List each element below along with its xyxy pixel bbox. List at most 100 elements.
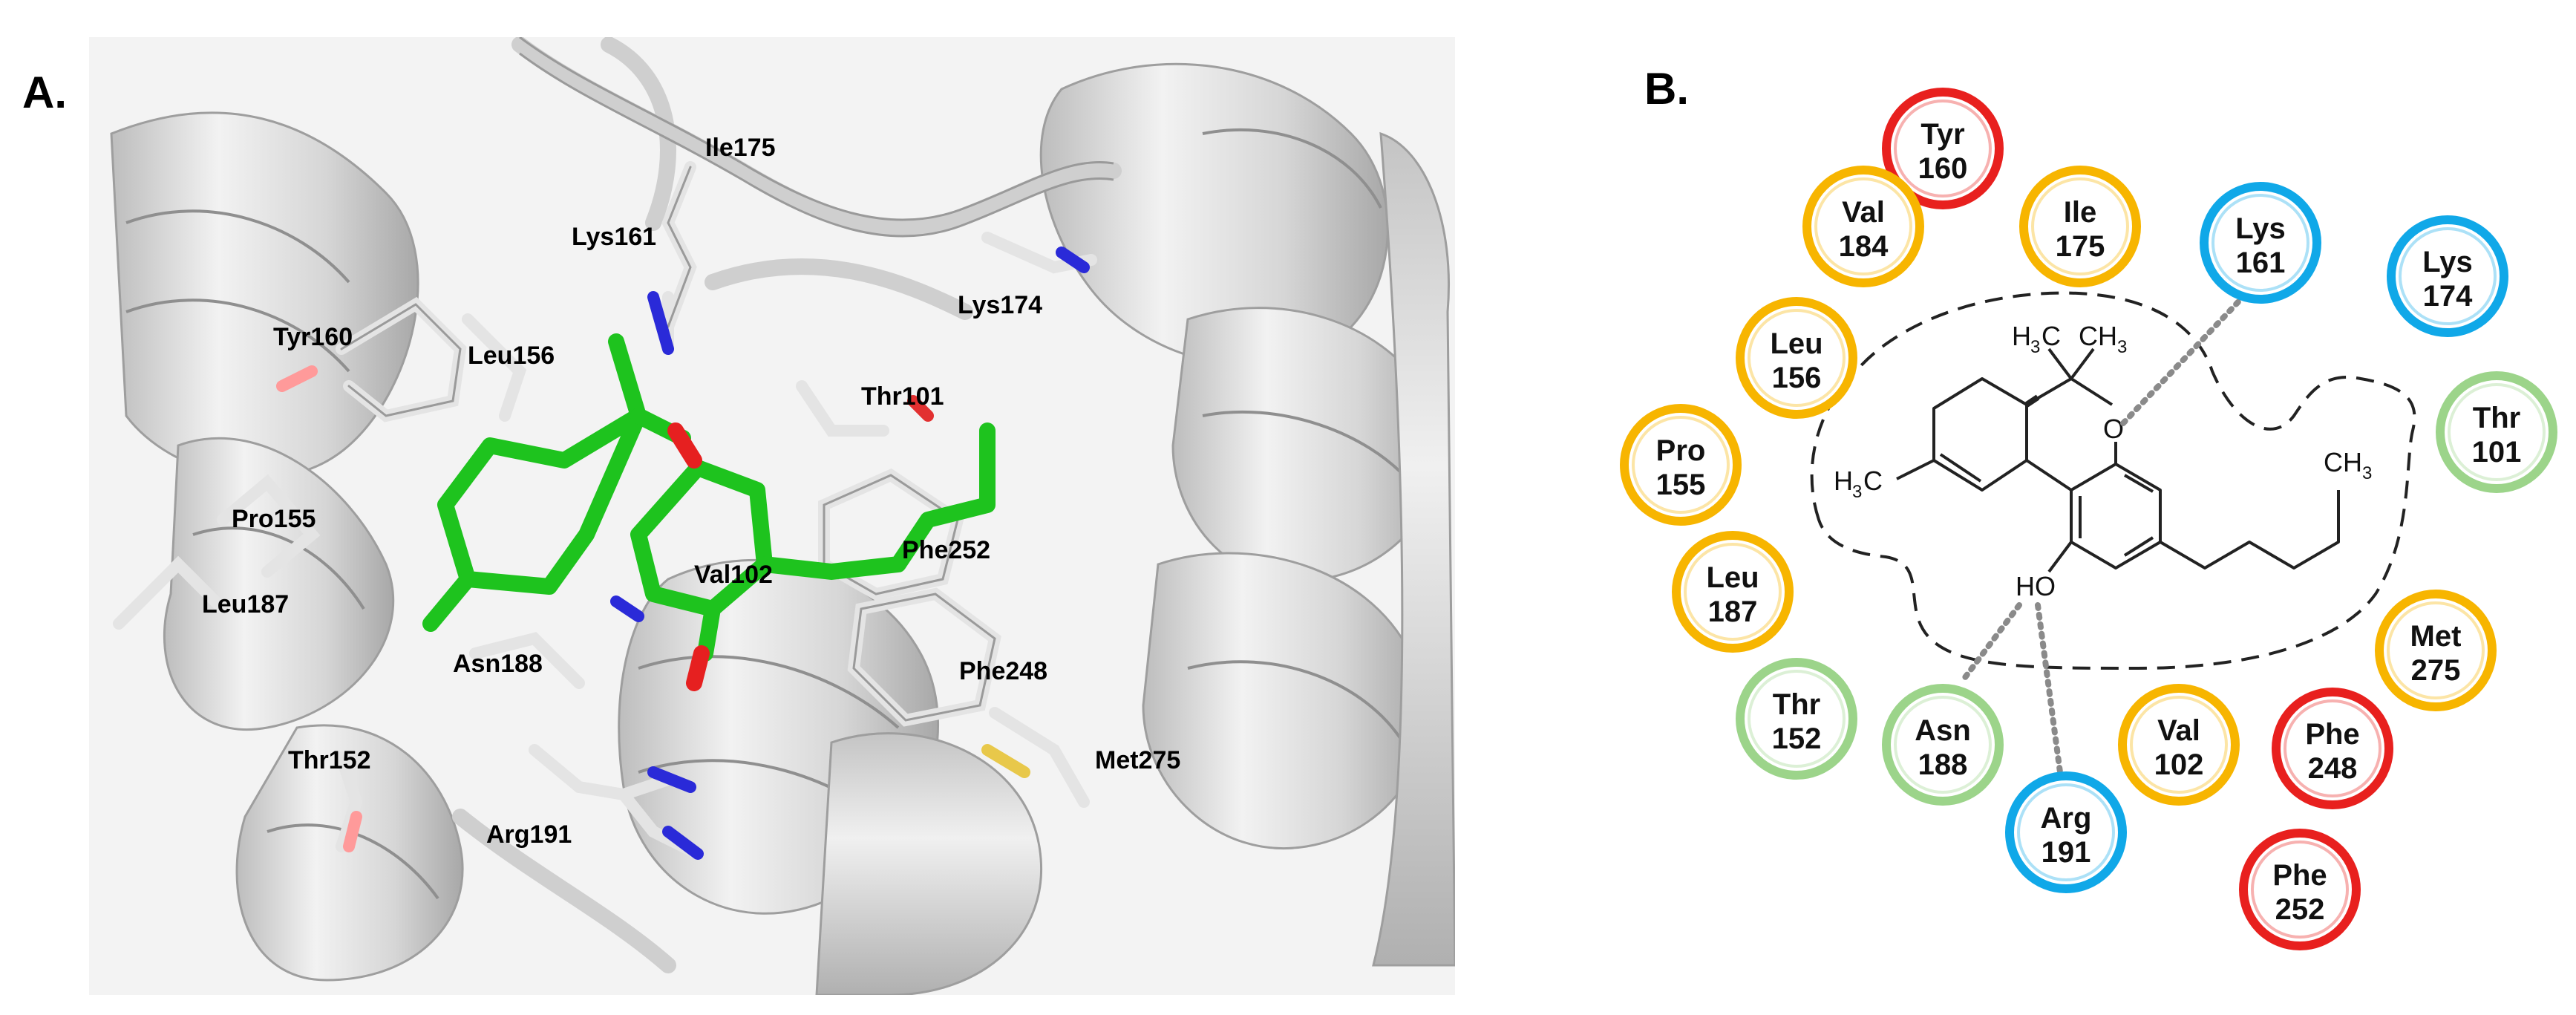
heteroatom-sticks	[276, 247, 1090, 860]
residue-name: Val	[1842, 196, 1885, 229]
h3c-top-sub: 3	[2030, 337, 2040, 357]
residue-circle	[1620, 404, 1742, 526]
panel-a-letter: A.	[22, 68, 67, 117]
residue-circle-inner	[2448, 383, 2546, 481]
residue-circle	[2436, 371, 2557, 493]
label-pro155: Pro155	[232, 505, 316, 533]
residue-circle-inner	[2251, 841, 2349, 939]
panel-a: A.	[22, 37, 1455, 995]
ligand-atom-labels: O H 3 C CH 3 H 3 C CH 3 HO	[1834, 321, 2372, 601]
hbond-lines	[1961, 275, 2263, 775]
protein-cartoon	[89, 37, 1455, 995]
label-thr101: Thr101	[861, 382, 944, 411]
ligand-structure	[1896, 347, 2340, 573]
residue-circle	[1802, 166, 1924, 287]
residue-circle-inner	[2211, 194, 2309, 292]
residue-lys174: Lys174	[2387, 215, 2508, 337]
residue-name: Phe	[2272, 859, 2327, 892]
residue-circle-inner	[1748, 670, 1846, 768]
h3c-left-h: H	[1834, 466, 1853, 496]
residue-name: Val	[2157, 714, 2200, 747]
panel-b-letter: B.	[1644, 64, 1689, 114]
residue-asn188: Asn188	[1882, 684, 2004, 806]
residue-circle-inner	[1894, 99, 1992, 198]
residue-ile175: Ile175	[2019, 166, 2141, 287]
residue-circle-inner	[2031, 177, 2129, 275]
residue-circle-inner	[1894, 696, 1992, 794]
ring-oxygen: O	[2103, 414, 2124, 444]
residue-thr152: Thr152	[1736, 658, 1857, 780]
residue-name: Lys	[2422, 246, 2472, 278]
residue-circle	[2118, 684, 2240, 806]
helix-left	[110, 111, 464, 982]
h3c-top-c: C	[2041, 321, 2061, 351]
residue-number: 191	[2041, 836, 2091, 869]
label-phe252: Phe252	[902, 536, 990, 564]
residue-name: Lys	[2235, 212, 2285, 245]
h3c-left-c: C	[1863, 466, 1883, 496]
ch3-top-sub: 3	[2117, 337, 2127, 357]
residue-number: 101	[2472, 436, 2522, 469]
residue-pro155: Pro155	[1620, 404, 1742, 526]
label-lys174: Lys174	[958, 291, 1042, 319]
residue-name: Tyr	[1920, 118, 1964, 151]
residue-name: Asn	[1915, 714, 1971, 747]
residue-thr101: Thr101	[2436, 371, 2557, 493]
label-phe248: Phe248	[959, 657, 1047, 685]
residue-met275: Met275	[2375, 590, 2497, 711]
residue-circle	[2019, 166, 2141, 287]
residue-number: 248	[2308, 752, 2358, 785]
label-asn188: Asn188	[453, 650, 543, 678]
label-ile175: Ile175	[705, 134, 776, 162]
residue-name: Leu	[1770, 327, 1823, 360]
residue-name: Met	[2410, 620, 2462, 653]
loop-coils	[452, 37, 1122, 973]
residue-number: 152	[1772, 722, 1822, 755]
residue-lys161: Lys161	[2200, 182, 2321, 304]
residue-phe248: Phe248	[2272, 688, 2393, 809]
label-met275: Met275	[1095, 746, 1180, 774]
residue-name: Ile	[2064, 196, 2096, 229]
label-thr152: Thr152	[288, 746, 371, 774]
residue-number: 174	[2423, 280, 2473, 313]
residue-number: 187	[1708, 595, 1758, 628]
residue-number: 188	[1918, 748, 1968, 781]
residue-name: Thr	[2473, 402, 2520, 434]
hydroxyl: HO	[2016, 571, 2056, 601]
residue-circle	[2387, 215, 2508, 337]
residue-circle-inner	[2284, 699, 2382, 797]
residue-circle	[2272, 688, 2393, 809]
ch3-chain: CH	[2324, 447, 2362, 477]
h3c-top-h: H	[2012, 321, 2031, 351]
ligand-oxygens	[667, 422, 710, 691]
residue-name: Phe	[2305, 718, 2359, 751]
residue-number: 160	[1918, 152, 1968, 185]
residue-labels: Ile175 Lys161 Lys174 Tyr160 Leu156 Thr10…	[202, 134, 1180, 849]
residue-leu187: Leu187	[1672, 531, 1794, 653]
ligand-sticks	[422, 333, 996, 662]
residue-circle-inner	[2387, 601, 2485, 699]
binding-pocket-outline	[1810, 291, 2416, 670]
residue-number: 175	[2056, 230, 2105, 263]
residue-name: Leu	[1706, 561, 1759, 594]
residue-circle-inner	[2017, 783, 2115, 881]
residue-arg191: Arg191	[2005, 771, 2127, 893]
panel-b: B.	[1620, 64, 2557, 950]
residue-circle	[1672, 531, 1794, 653]
residue-circle	[2005, 771, 2127, 893]
residue-circle-inner	[1814, 177, 1912, 275]
residue-val102: Val102	[2118, 684, 2240, 806]
residue-circle	[1882, 88, 2004, 209]
residue-number: 155	[1656, 469, 1706, 501]
residue-name: Arg	[2041, 802, 2092, 835]
residue-circle-inner	[1632, 416, 1730, 514]
label-arg191: Arg191	[486, 820, 572, 849]
residue-circle	[2375, 590, 2497, 711]
residue-circle-inner	[2130, 696, 2228, 794]
residue-number: 156	[1772, 362, 1822, 394]
residue-name: Pro	[1656, 434, 1706, 467]
residue-circle-inner	[1684, 543, 1782, 641]
